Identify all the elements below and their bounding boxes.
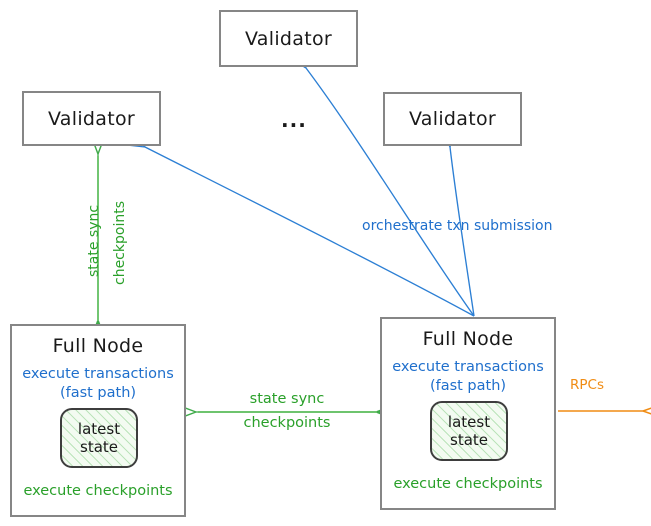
full-node-left-execute-checkpoints: execute checkpoints bbox=[23, 483, 173, 499]
latest-state-right-line2: state bbox=[450, 431, 488, 449]
edge-label-state-sync-vertical-line2: checkpoints bbox=[112, 201, 128, 285]
validator-left-label: Validator bbox=[47, 107, 135, 130]
validator-node-top[interactable]: Validator bbox=[219, 10, 358, 67]
validator-top-label: Validator bbox=[244, 27, 332, 50]
edge-label-orchestrate: orchestrate txn submission bbox=[362, 218, 553, 234]
latest-state-right-line1: latest bbox=[447, 413, 491, 431]
validators-ellipsis: ... bbox=[281, 108, 307, 132]
latest-state-left-line2: state bbox=[80, 438, 118, 456]
validator-node-left[interactable]: Validator bbox=[22, 91, 161, 146]
full-node-left-exec-transactions: execute transactions bbox=[22, 366, 174, 382]
full-node-left-title: Full Node bbox=[52, 335, 144, 357]
latest-state-box-left: latest state bbox=[60, 408, 138, 468]
full-node-right-title: Full Node bbox=[422, 328, 514, 350]
edge-label-rpcs: RPCs bbox=[570, 377, 604, 393]
full-node-left[interactable]: Full Node execute transactions (fast pat… bbox=[10, 324, 186, 517]
full-node-right-exec-transactions: execute transactions bbox=[392, 359, 544, 375]
edge-label-state-sync-vertical-line1: state sync bbox=[86, 204, 102, 277]
full-node-right[interactable]: Full Node execute transactions (fast pat… bbox=[380, 317, 556, 510]
validator-node-right[interactable]: Validator bbox=[383, 92, 522, 146]
full-node-left-fast-path: (fast path) bbox=[59, 385, 137, 402]
edge-label-state-sync-horizontal-line2: checkpoints bbox=[243, 415, 331, 431]
full-node-right-execute-checkpoints: execute checkpoints bbox=[393, 476, 543, 492]
latest-state-box-right: latest state bbox=[430, 401, 508, 461]
edge-label-state-sync-horizontal-line1: state sync bbox=[249, 391, 325, 407]
full-node-right-fast-path: (fast path) bbox=[429, 378, 507, 395]
validator-right-label: Validator bbox=[408, 108, 496, 130]
latest-state-left-line1: latest bbox=[77, 420, 121, 438]
